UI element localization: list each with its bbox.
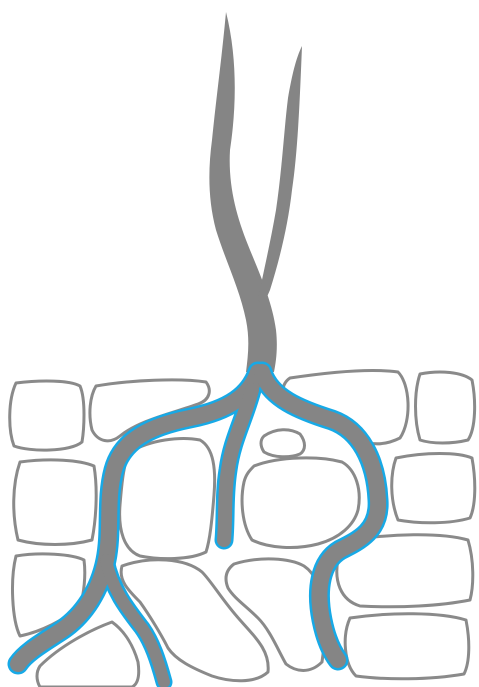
stone xyxy=(392,454,475,523)
stone xyxy=(416,372,475,443)
stone xyxy=(345,614,469,679)
stone xyxy=(14,460,96,545)
grass-blade-right xyxy=(258,46,302,303)
stone xyxy=(261,430,305,457)
plant-shoot xyxy=(209,12,302,372)
stone xyxy=(120,439,215,559)
stone xyxy=(242,458,359,548)
grass-blade-left xyxy=(209,12,276,372)
stone xyxy=(10,381,84,450)
